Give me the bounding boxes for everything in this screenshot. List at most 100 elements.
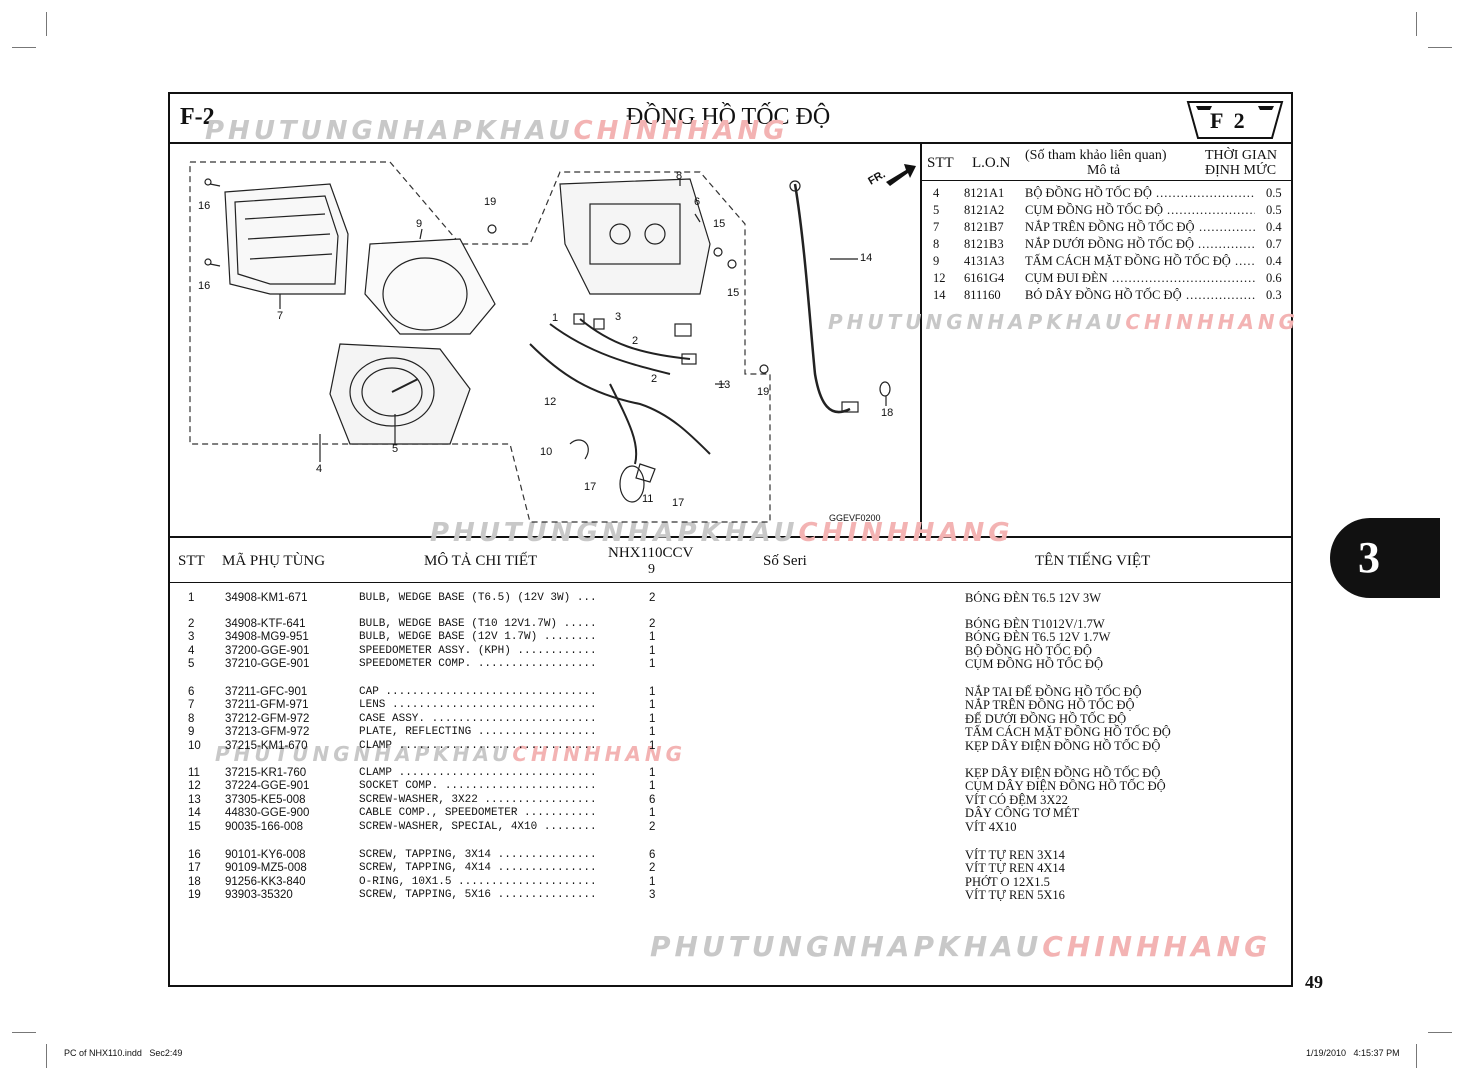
parts-header-vn: TÊN TIẾNG VIỆT [1035, 553, 1151, 569]
part-number: 90035-166-008 [225, 821, 304, 833]
callout: 3 [615, 311, 622, 323]
part-number: 34908-MG9-951 [225, 631, 309, 643]
lon-leader-dots: ........................................… [1199, 220, 1255, 234]
lon-desc: NẮP DƯỚI ĐỒNG HỒ TỐC ĐỘ [1025, 237, 1195, 251]
crop-mark [1416, 1044, 1417, 1068]
lon-desc: CỤM ĐUI ĐÈN [1025, 271, 1108, 285]
crop-mark [12, 1032, 36, 1033]
part-desc: CASE ASSY. ......................... [359, 713, 597, 725]
lon-stt: 14 [933, 288, 946, 302]
part-qty: 1 [649, 713, 656, 725]
callout: 18 [881, 407, 894, 419]
crop-mark [12, 47, 36, 48]
callout: 13 [718, 379, 731, 391]
part-stt: 4 [188, 645, 195, 657]
diagram-divider [168, 536, 1293, 538]
lon-header-lon: L.O.N [972, 155, 1011, 171]
crop-mark [46, 1044, 47, 1068]
part-vn: BỘ ĐỒNG HỒ TỐC ĐỘ [965, 644, 1092, 658]
parts-header-model-sub: 9 [648, 562, 655, 577]
parts-header-desc: MÔ TẢ CHI TIẾT [424, 553, 538, 569]
part-qty: 1 [649, 780, 656, 792]
lon-code: 8121B7 [964, 220, 1004, 234]
part-qty: 1 [649, 767, 656, 779]
parts-header-divider [168, 582, 1293, 583]
part-vn: BÓNG ĐÈN T1012V/1.7W [965, 617, 1105, 631]
callout: 15 [713, 218, 726, 230]
part-number: 37213-GFM-972 [225, 726, 310, 738]
part-stt: 5 [188, 658, 195, 670]
part-number: 37215-KM1-670 [225, 740, 308, 752]
crop-mark [1428, 47, 1452, 48]
part-stt: 16 [188, 849, 201, 861]
part-vn: VÍT TỰ REN 3X14 [965, 848, 1065, 862]
page-title: ĐỒNG HỒ TỐC ĐỘ [626, 104, 831, 130]
lon-desc: CỤM ĐỒNG HỒ TỐC ĐỘ [1025, 203, 1163, 217]
lon-leader-dots: ........................................… [1235, 254, 1255, 268]
section-tab-label: 3 [1358, 533, 1380, 582]
watermark: PHUTUNGNHAPKHAUCHINHHANG [430, 518, 1014, 548]
part-vn: VÍT TỰ REN 5X16 [965, 888, 1065, 902]
callout: 8 [676, 170, 683, 182]
lon-header-time: THỜI GIAN [1205, 148, 1277, 163]
part-vn: BÓNG ĐÈN T6.5 12V 1.7W [965, 630, 1111, 644]
part-number: 90101-KY6-008 [225, 849, 306, 861]
part-vn: VÍT TỰ REN 4X14 [965, 861, 1065, 875]
lon-code: 4131A3 [964, 254, 1005, 268]
part-qty: 1 [649, 726, 656, 738]
lon-stt: 4 [933, 186, 940, 200]
lon-desc: NẮP TRÊN ĐỒNG HỒ TỐC ĐỘ [1025, 220, 1195, 234]
callout: 16 [198, 280, 211, 292]
callout: 7 [277, 310, 284, 322]
part-qty: 1 [649, 658, 656, 670]
part-qty: 1 [649, 645, 656, 657]
page-frame [168, 92, 1293, 987]
part-qty: 1 [649, 807, 656, 819]
callout: 12 [544, 396, 557, 408]
callout: 19 [484, 196, 497, 208]
part-qty: 2 [649, 592, 656, 604]
part-vn: KẸP DÂY ĐIỆN ĐỒNG HỒ TỐC ĐỘ [965, 739, 1161, 753]
part-desc: LENS ............................... [359, 699, 597, 711]
crop-mark [1416, 12, 1417, 36]
part-desc: SCREW, TAPPING, 3X14 ............... [359, 849, 597, 861]
part-stt: 17 [188, 862, 201, 874]
part-stt: 19 [188, 889, 201, 901]
part-qty: 2 [649, 862, 656, 874]
callout: 5 [392, 443, 399, 455]
parts-table-row: 16 90101-KY6-008 SCREW, TAPPING, 3X14 ....… [0, 849, 1460, 862]
part-vn: TẤM CÁCH MẶT ĐỒNG HỒ TỐC ĐỘ [965, 725, 1171, 739]
lon-leader-dots: ........................................… [1198, 237, 1255, 251]
part-stt: 2 [188, 618, 195, 630]
callout: 2 [632, 335, 639, 347]
lon-time: 0.5 [1266, 186, 1282, 200]
lon-time: 0.4 [1266, 220, 1282, 234]
part-stt: 14 [188, 807, 201, 819]
part-qty: 1 [649, 686, 656, 698]
part-number: 37200-GGE-901 [225, 645, 310, 657]
callout: 4 [316, 463, 323, 475]
part-stt: 3 [188, 631, 195, 643]
part-number: 93903-35320 [225, 889, 293, 901]
part-vn: NẮP TRÊN ĐỒNG HỒ TỐC ĐỘ [965, 698, 1135, 712]
part-vn: PHỚT O 12X1.5 [965, 875, 1050, 889]
part-qty: 1 [649, 699, 656, 711]
lon-time: 0.4 [1266, 254, 1282, 268]
part-number: 44830-GGE-900 [225, 807, 310, 819]
parts-header-stt: STT [178, 553, 205, 569]
part-stt: 12 [188, 780, 201, 792]
part-vn: ĐẾ DƯỚI ĐỒNG HỒ TỐC ĐỘ [965, 712, 1127, 726]
lon-time: 0.7 [1266, 237, 1282, 251]
lon-header-stt: STT [927, 155, 954, 171]
part-desc: SCREW-WASHER, 3X22 ................. [359, 794, 597, 806]
lon-time: 0.6 [1266, 271, 1282, 285]
